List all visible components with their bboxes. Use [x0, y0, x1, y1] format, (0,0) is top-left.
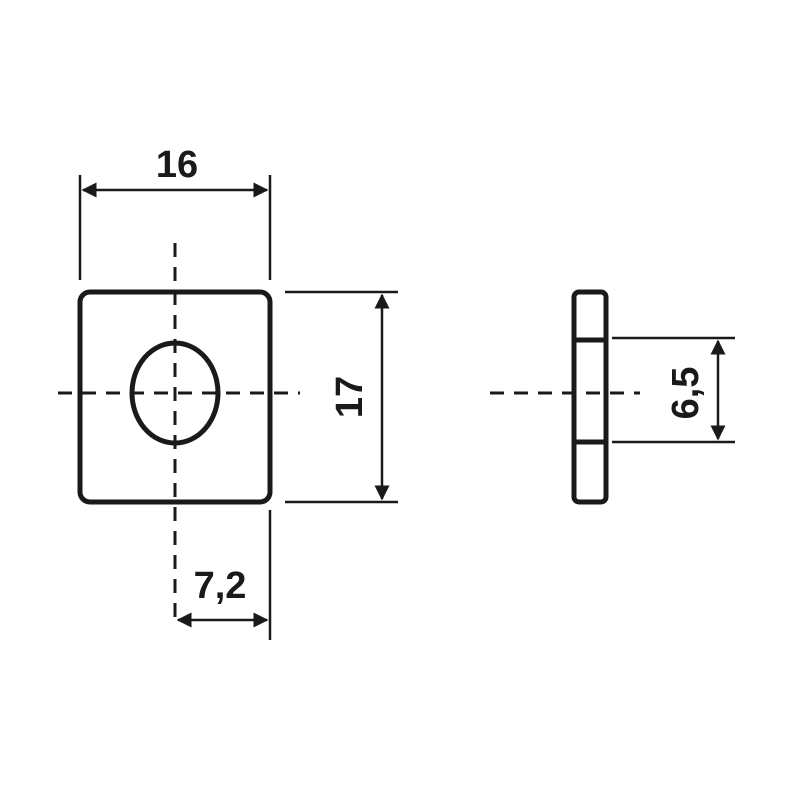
height-label: 17 — [329, 376, 371, 418]
plate-side-outline — [571, 289, 609, 505]
width-label: 16 — [156, 144, 198, 186]
thickness-label: 6,5 — [665, 367, 707, 420]
thickness-dimension: 6,5 — [612, 336, 735, 444]
offset-dimension: 7,2 — [176, 510, 272, 640]
offset-label: 7,2 — [194, 565, 247, 607]
height-dimension: 17 — [285, 290, 398, 504]
width-dimension: 16 — [78, 144, 272, 280]
side-view — [490, 289, 640, 505]
front-view — [58, 243, 300, 625]
